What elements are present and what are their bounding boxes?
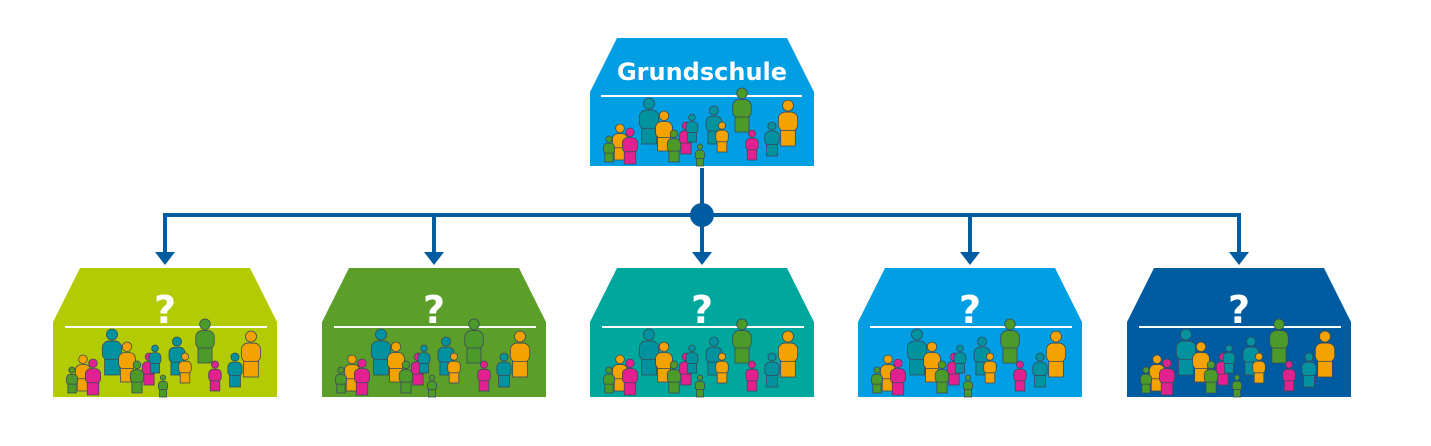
root-box-grundschule: Grundschule — [590, 38, 814, 167]
person-icon — [157, 374, 169, 398]
person-icon — [1252, 352, 1266, 384]
person-icon — [603, 366, 615, 394]
person-icon — [638, 97, 660, 145]
person-icon — [354, 358, 370, 396]
person-icon — [622, 358, 638, 396]
person-icon — [178, 352, 192, 384]
person-icon — [101, 328, 123, 376]
person-icon — [685, 113, 699, 143]
person-icon — [1301, 352, 1317, 388]
person-icon — [1314, 330, 1336, 378]
person-icon — [745, 129, 759, 161]
person-icon — [694, 143, 706, 167]
child-box-5: ? — [1127, 268, 1351, 398]
connector-lines — [155, 168, 1249, 265]
person-icon — [622, 127, 638, 165]
person-icon — [1231, 374, 1243, 398]
child-people-group — [603, 318, 799, 398]
child-people-group — [1140, 318, 1336, 398]
junction-dot — [690, 203, 714, 227]
person-icon — [1032, 352, 1048, 388]
child-box-label: ? — [154, 288, 176, 332]
child-box-label: ? — [423, 288, 445, 332]
child-people-group — [335, 318, 531, 398]
person-icon — [195, 318, 215, 364]
person-icon — [85, 358, 101, 396]
person-icon — [732, 318, 752, 364]
person-icon — [962, 374, 974, 398]
person-icon — [777, 330, 799, 378]
person-icon — [890, 358, 906, 396]
person-icon — [148, 344, 162, 374]
arrow-head-icon — [155, 252, 175, 265]
person-icon — [666, 360, 682, 394]
person-icon — [764, 352, 780, 388]
person-icon — [715, 352, 729, 384]
person-icon — [370, 328, 392, 376]
child-people-group — [871, 318, 1067, 398]
root-people-group — [603, 87, 799, 167]
arrow-head-icon — [960, 252, 980, 265]
person-icon — [447, 352, 461, 384]
person-icon — [1000, 318, 1020, 364]
person-icon — [1203, 360, 1219, 394]
person-icon — [777, 99, 799, 147]
person-icon — [227, 352, 243, 388]
person-icon — [417, 344, 431, 374]
arrow-head-icon — [424, 252, 444, 265]
person-icon — [612, 354, 628, 392]
child-box-label: ? — [959, 288, 981, 332]
person-icon — [694, 374, 706, 398]
person-icon — [906, 328, 928, 376]
person-icon — [426, 374, 438, 398]
person-icon — [464, 318, 484, 364]
person-icon — [1282, 360, 1296, 392]
person-icon — [612, 123, 628, 161]
child-people-group — [66, 318, 262, 398]
person-icon — [1175, 328, 1197, 376]
person-icon — [477, 360, 491, 392]
child-box-3: ? — [590, 268, 814, 398]
person-icon — [603, 135, 615, 163]
person-icon — [66, 366, 78, 394]
root-box-label: Grundschule — [617, 58, 787, 86]
person-icon — [129, 360, 145, 394]
child-box-label: ? — [691, 288, 713, 332]
person-icon — [638, 328, 660, 376]
person-icon — [1013, 360, 1027, 392]
child-box-label: ? — [1228, 288, 1250, 332]
person-icon — [745, 360, 759, 392]
person-icon — [1222, 344, 1236, 374]
arrow-head-icon — [692, 252, 712, 265]
child-box-4: ? — [858, 268, 1082, 398]
person-icon — [1045, 330, 1067, 378]
person-icon — [335, 366, 347, 394]
person-icon — [1159, 358, 1175, 396]
person-icon — [953, 344, 967, 374]
person-icon — [871, 366, 883, 394]
person-icon — [1269, 318, 1289, 364]
person-icon — [1140, 366, 1152, 394]
arrow-head-icon — [1229, 252, 1249, 265]
person-icon — [509, 330, 531, 378]
child-box-1: ? — [53, 268, 277, 398]
person-icon — [496, 352, 512, 388]
person-icon — [715, 121, 729, 153]
person-icon — [764, 121, 780, 157]
person-icon — [732, 87, 752, 133]
person-icon — [208, 360, 222, 392]
child-box-2: ? — [322, 268, 546, 398]
person-icon — [983, 352, 997, 384]
person-icon — [685, 344, 699, 374]
person-icon — [240, 330, 262, 378]
person-icon — [666, 129, 682, 163]
